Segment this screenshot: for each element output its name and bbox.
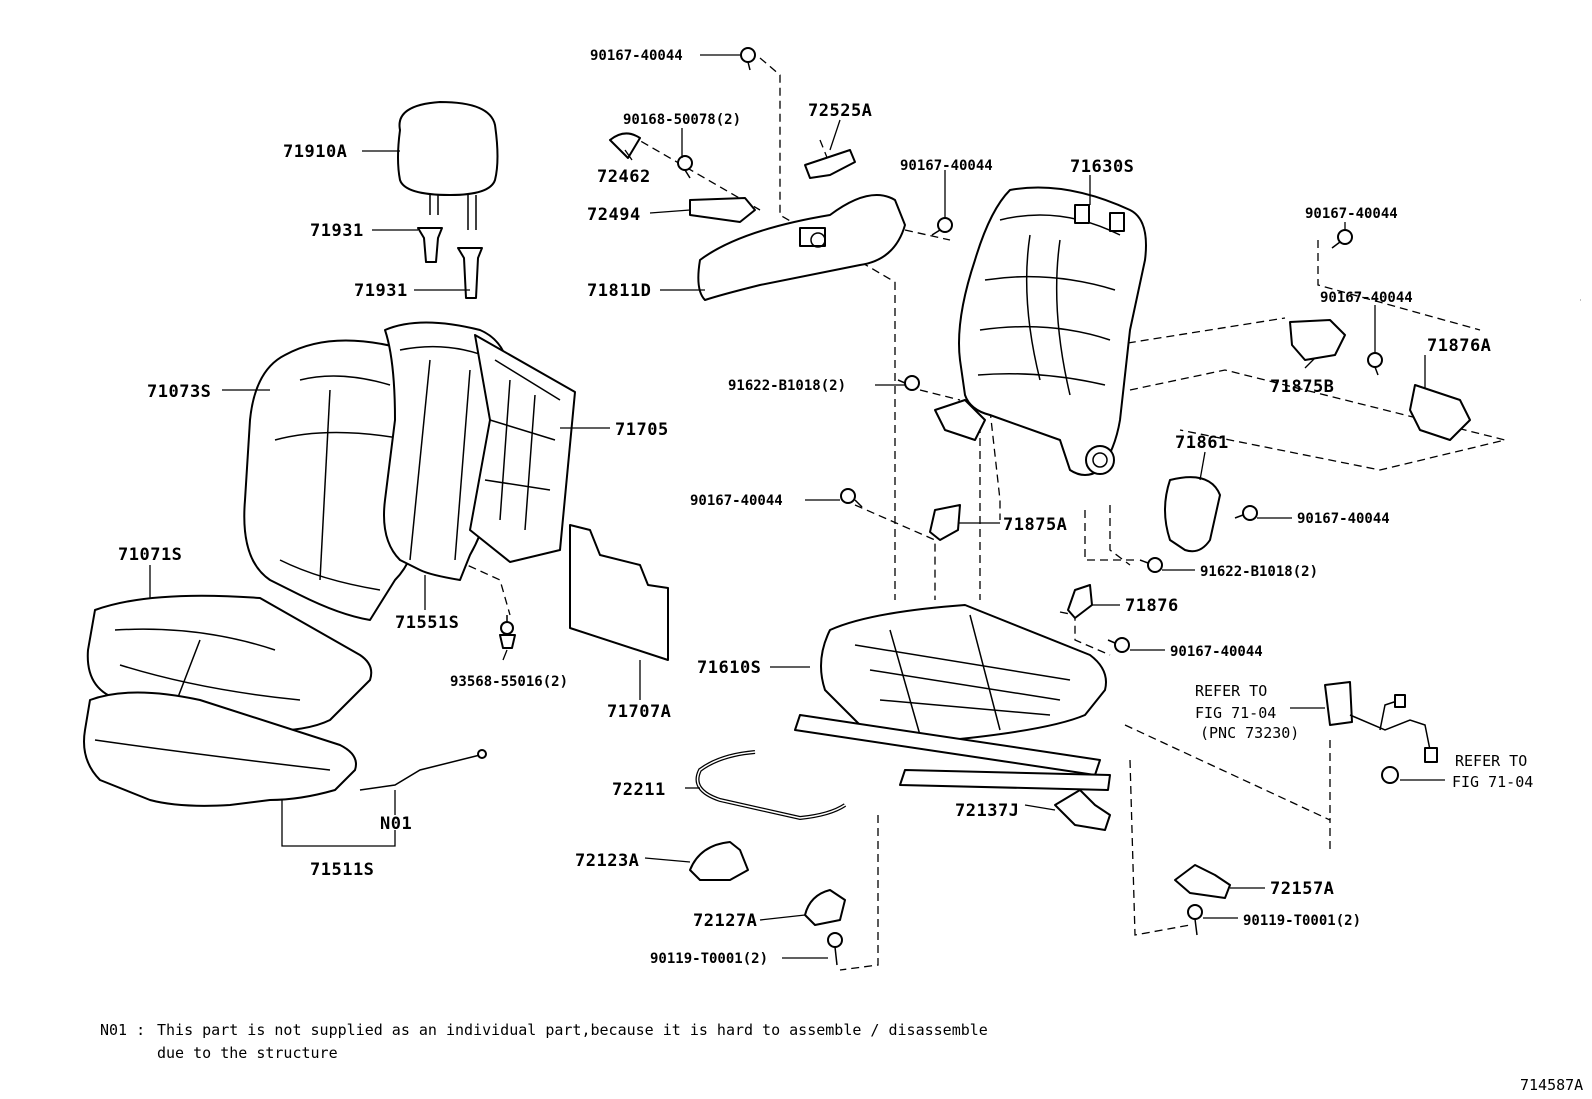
diagram-id: 714587A [1520,1076,1583,1094]
label-90167-top: 90167-40044 [590,48,683,64]
label-90119-T0001-b: 90119-T0001(2) [1243,913,1361,929]
seat-sheet-71707A [569,524,669,661]
screw-90119b [1187,904,1203,936]
label-72494: 72494 [587,205,641,225]
label-90167-rr: 90167-40044 [1297,511,1390,527]
harness-N01 [359,749,487,791]
label-72157A: 72157A [1270,879,1334,899]
bracket-left-frame [934,399,986,441]
cover-72137J [1054,789,1111,831]
screws [500,47,1399,966]
part-labels: 90167-40044 90168-50078(2) 72525A 72462 … [118,48,1533,967]
screw-93568 [500,621,514,635]
seatback-frame-71630S [958,186,1147,476]
label-91622-B1018-b: 91622-B1018(2) [1200,564,1318,580]
label-71610S: 71610S [697,658,761,678]
seat-adjuster-71610S [794,604,1111,791]
label-90167-r2: 90167-40044 [1320,290,1413,306]
label-71811D: 71811D [587,281,651,301]
cap-72462 [609,132,641,159]
bracket-71876 [1067,584,1093,619]
label-90167-r1: 90167-40044 [1305,206,1398,222]
label-72123A: 72123A [575,851,639,871]
refer2-line-1: REFER TO [1455,752,1527,770]
label-71511S: 71511S [310,860,374,880]
label-90168-50078: 90168-50078(2) [623,112,741,128]
label-90167-l: 90167-40044 [690,493,783,509]
refer-line-2: FIG 71-04 [1195,704,1276,722]
cover-71876A [1409,384,1471,441]
label-71071S: 71071S [118,545,182,565]
label-72525A: 72525A [808,101,872,121]
label-72137J: 72137J [955,801,1019,821]
assembly-guide-lines [444,57,1506,971]
screw-90167-r1 [1331,229,1353,249]
label-71931-a: 71931 [310,221,364,241]
cover-72127A [804,889,846,926]
footnote-line-1: This part is not supplied as an individu… [157,1021,988,1039]
label-71875A: 71875A [1003,515,1067,535]
refer2-line-2: FIG 71-04 [1452,773,1533,791]
screw-91622a [897,375,920,391]
headrest-guide-71931 [417,227,483,299]
lever-72494 [689,197,756,223]
label-72127A: 72127A [693,911,757,931]
label-90167-b: 90167-40044 [1170,644,1263,660]
screw-90167-r2 [1367,352,1383,376]
refer-line-3: (PNC 73230) [1200,724,1299,742]
label-93568-55016: 93568-55016(2) [450,674,568,690]
screw-90167-rr [1234,505,1258,521]
screw-90119a [827,932,843,966]
wire-72211 [695,750,847,821]
cover-72123A [689,841,749,881]
label-72211: 72211 [612,780,666,800]
label-71875B: 71875B [1270,377,1334,397]
screw-90168 [677,155,693,179]
nut-refer [1381,766,1399,784]
seatbelt-buckle [1324,681,1438,763]
screw-90167-l [840,488,863,508]
cover-72157A [1174,864,1231,899]
label-71073S: 71073S [147,382,211,402]
leader-lines [149,54,1445,959]
screw-91622b [1139,557,1163,573]
footnote-code: N01 : [100,1021,145,1039]
label-72462: 72462 [597,167,651,187]
screw-90167-top [740,47,756,71]
label-90119-T0001-a: 90119-T0001(2) [650,951,768,967]
bracket-71875A [929,504,961,541]
seatback-board-71705 [469,334,576,563]
screw-90167-mid [931,217,953,236]
headrest-71910A [397,101,499,230]
label-71705: 71705 [615,420,669,440]
label-71910A: 71910A [283,142,347,162]
refer-line-1: REFER TO [1195,682,1267,700]
cover-71875B [1289,319,1346,361]
side-shield-71811D [697,194,906,301]
screw-90167-b [1107,637,1130,653]
cover-71861 [1164,476,1221,553]
label-71931-b: 71931 [354,281,408,301]
label-91622-B1018-a: 91622-B1018(2) [728,378,846,394]
label-N01: N01 [380,814,412,834]
footnote: N01 : This part is not supplied as an in… [100,1021,988,1062]
label-71876: 71876 [1125,596,1179,616]
knob-72525A [804,149,856,179]
label-71876A: 71876A [1427,336,1491,356]
label-90167-mid: 90167-40044 [900,158,993,174]
label-71551S: 71551S [395,613,459,633]
label-71630S: 71630S [1070,157,1134,177]
footnote-line-2: due to the structure [157,1044,338,1062]
label-71861: 71861 [1175,433,1229,453]
seat-cushion-pad-71511S [83,691,357,807]
label-71707A: 71707A [607,702,671,722]
